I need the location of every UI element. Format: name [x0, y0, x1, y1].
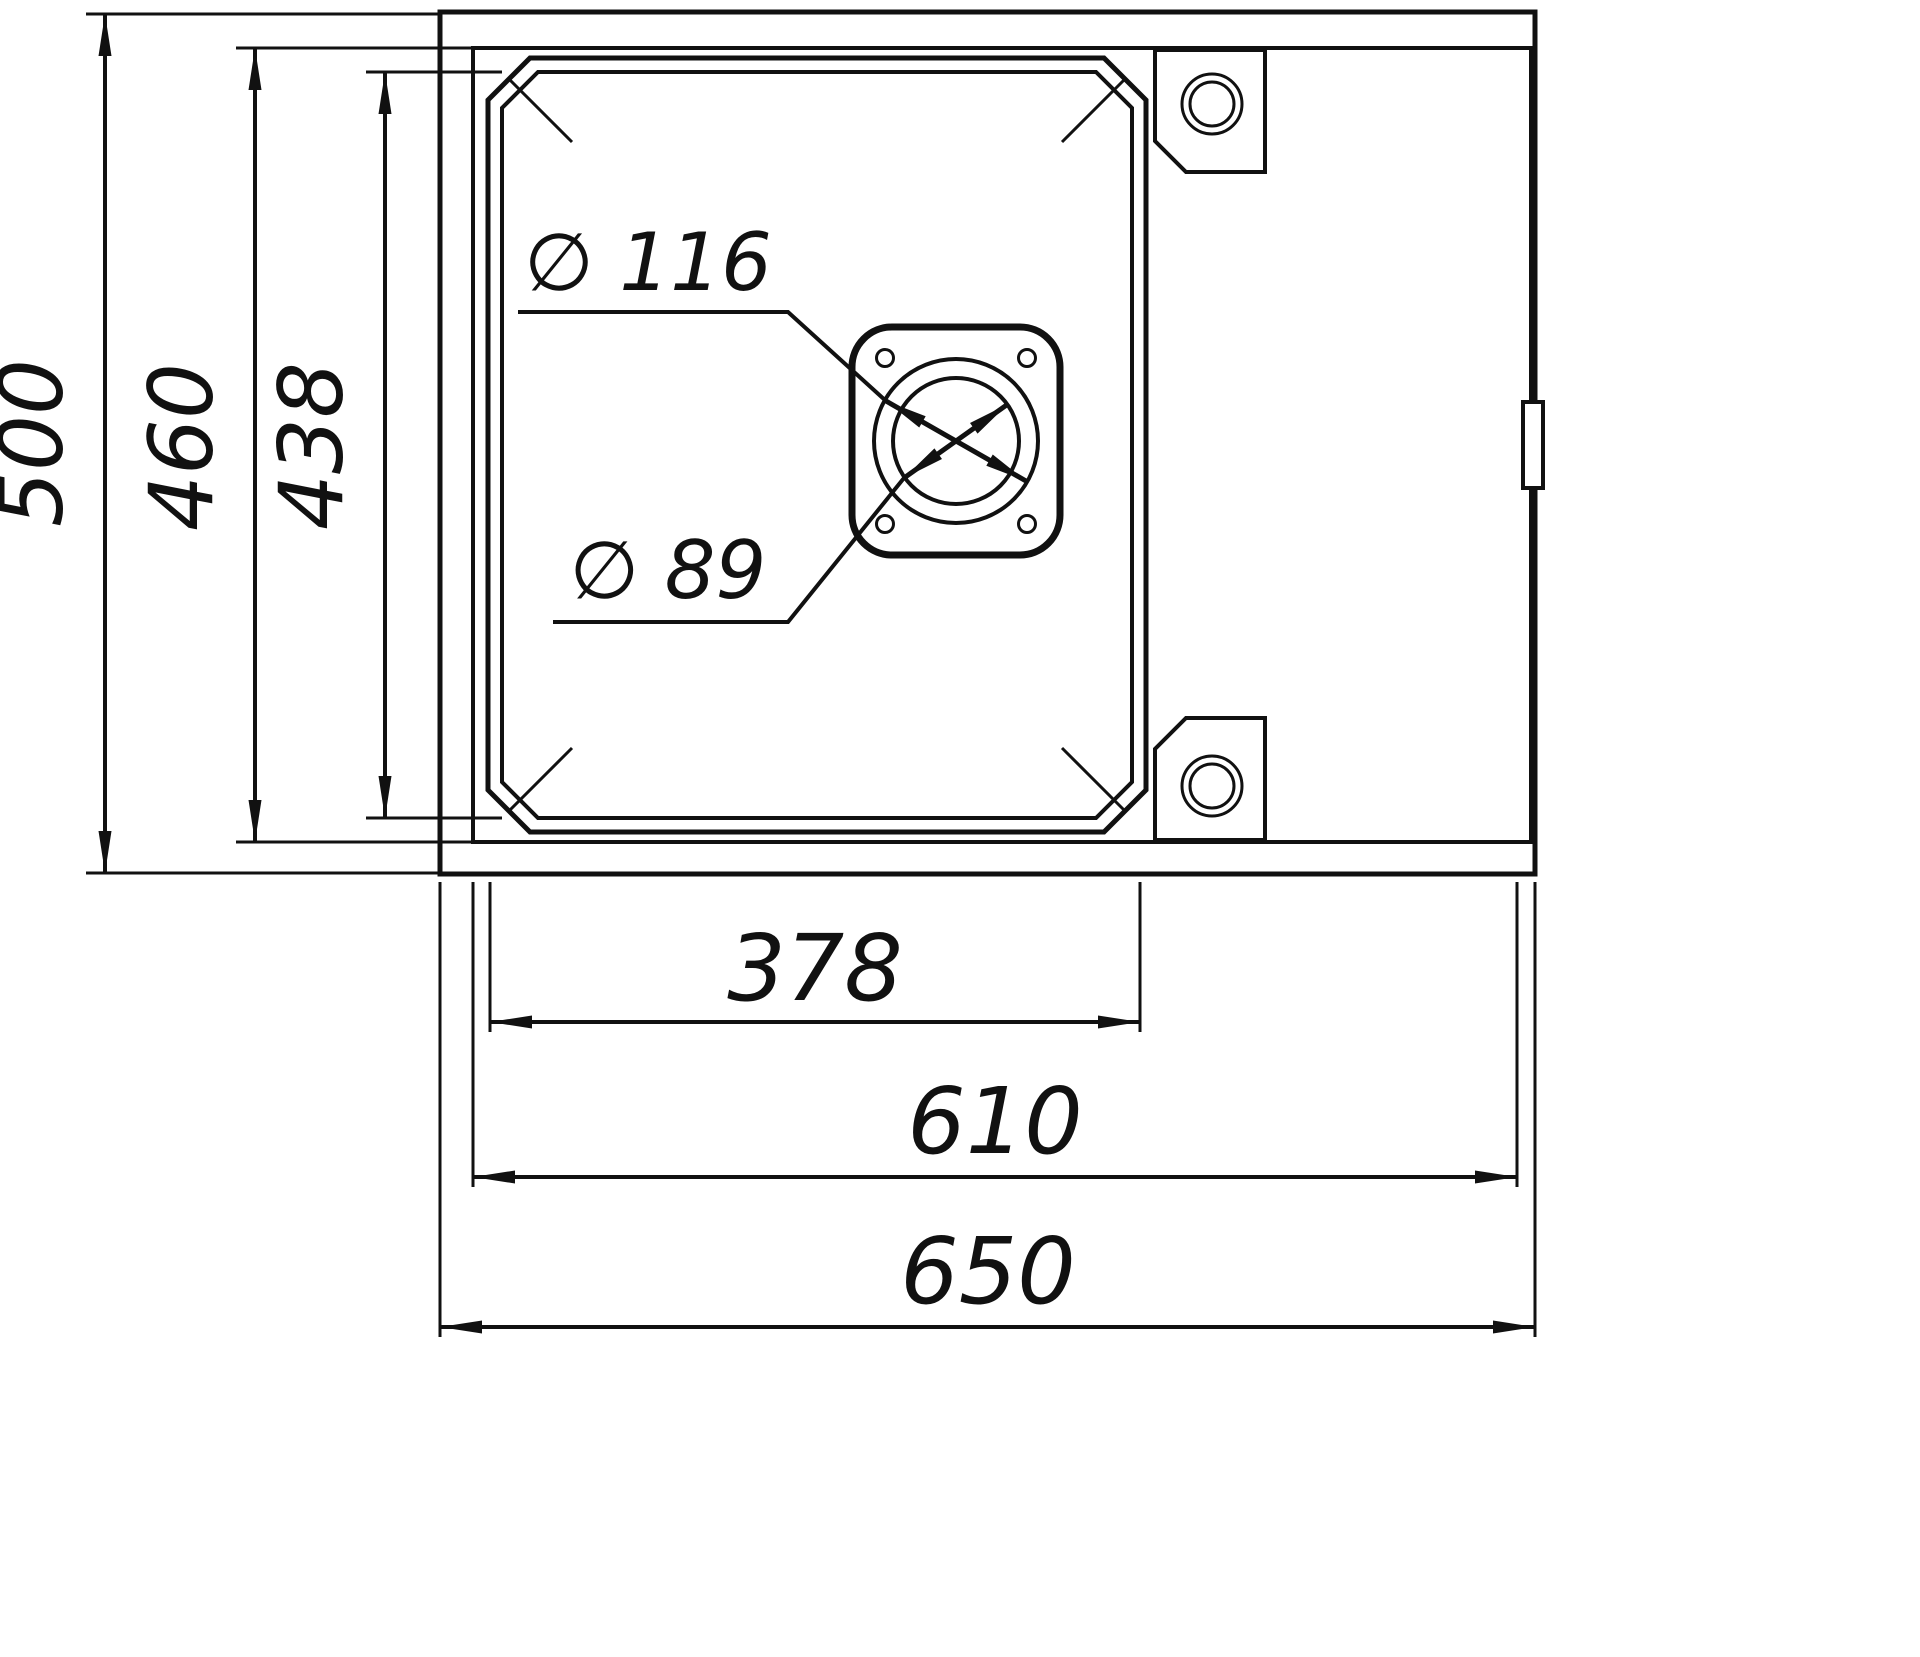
sink-body: [437, 9, 1545, 877]
dimension-rim-height: 460: [130, 46, 473, 844]
dimension-bowl-width: 378: [488, 882, 1142, 1032]
drain-hole-diameter-label: ∅ 89: [570, 524, 767, 617]
rim-width-label: 610: [907, 1068, 1083, 1175]
bowl-inner-edge: [500, 70, 1134, 820]
dimension-overall-width: 650: [438, 882, 1537, 1337]
mounting-bracket-bottom: [1153, 716, 1267, 842]
bracket-hole-top-outer: [1180, 72, 1244, 136]
mounting-bracket-top: [1153, 48, 1267, 174]
drain-screw-holes: [875, 348, 1037, 534]
dimension-overall-height: 500: [0, 12, 440, 875]
leader-line-116: [518, 310, 888, 403]
bowl-height-label: 438: [260, 362, 363, 530]
side-clip-tab: [1521, 400, 1545, 490]
drain-flange-square: [848, 323, 1064, 559]
overall-width-label: 650: [900, 1218, 1076, 1325]
bowl-outer-edge: [485, 55, 1149, 835]
drain-flange-diameter-label: ∅ 116: [524, 216, 772, 309]
sink-rim-outline: [471, 46, 1533, 844]
bracket-hole-bottom-outer: [1180, 754, 1244, 818]
drain-circle-outer: [872, 357, 1040, 525]
bowl-width-label: 378: [727, 915, 903, 1022]
overall-height-label: 500: [0, 359, 83, 527]
drain-assembly: [848, 323, 1064, 559]
diameter-arrow-89: [902, 401, 1010, 481]
bowl-corner-slopes: [507, 77, 1127, 813]
callout-drain-116: ∅ 116: [518, 216, 888, 403]
bracket-hole-top-inner: [1188, 80, 1236, 128]
leader-line-89: [553, 476, 906, 624]
dimension-rim-width: 610: [471, 882, 1519, 1187]
dimension-bowl-height: 438: [260, 70, 502, 820]
bracket-hole-bottom-inner: [1188, 762, 1236, 810]
callout-drain-89: ∅ 89: [553, 476, 906, 624]
sink-outer-outline: [437, 9, 1538, 877]
rim-height-label: 460: [130, 363, 233, 531]
